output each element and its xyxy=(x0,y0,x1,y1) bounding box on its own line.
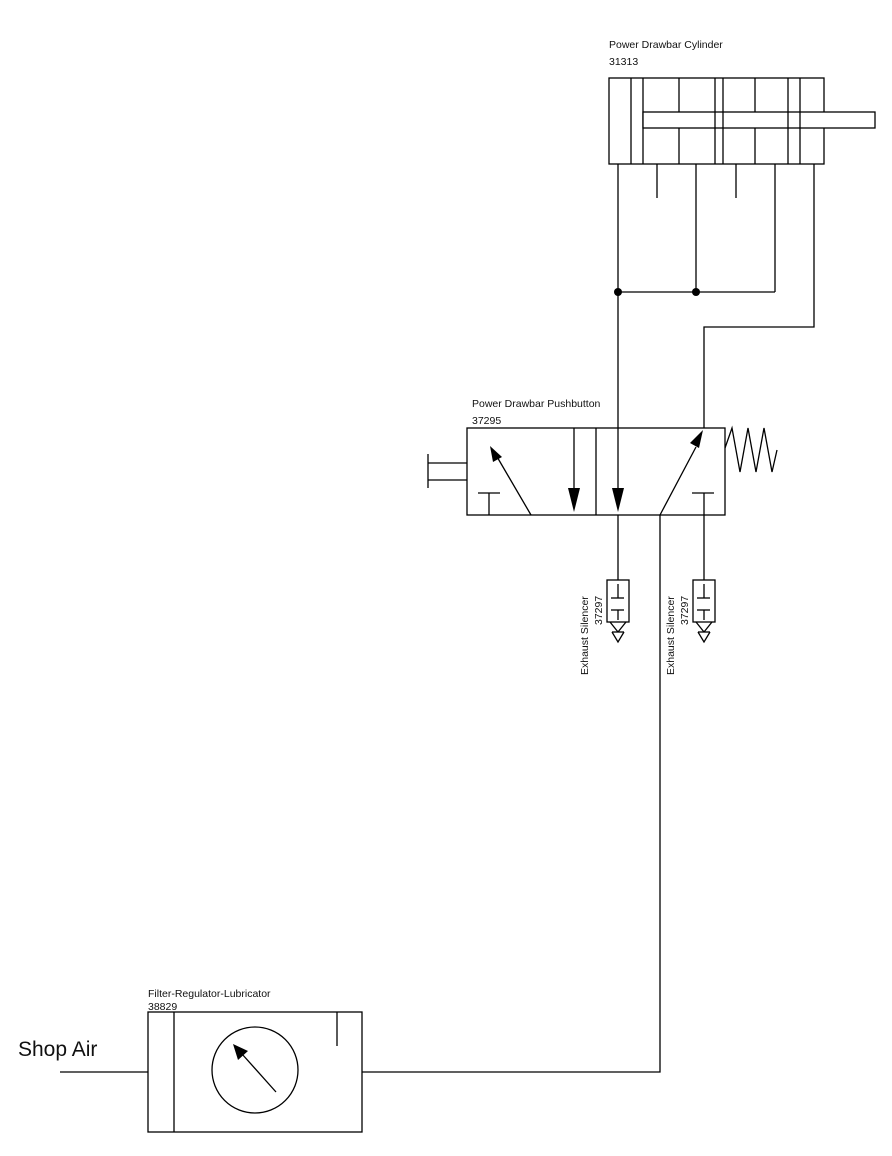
exhaust-silencer-left: Exhaust Silencer 37297 xyxy=(579,579,630,675)
pushbutton-actuator xyxy=(427,454,467,488)
power-drawbar-cylinder: Power Drawbar Cylinder 31313 xyxy=(608,39,876,198)
flow-arrow xyxy=(568,488,580,512)
filter-regulator-lubricator: Filter-Regulator-Lubricator 38829 xyxy=(147,988,363,1133)
exhaust-silencer-right: Exhaust Silencer 37297 xyxy=(665,579,716,675)
shop-air-inlet: Shop Air xyxy=(18,1038,148,1073)
cylinder-piston-rod xyxy=(642,111,876,129)
frl-part-label: 38829 xyxy=(148,1001,177,1013)
pushbutton-part-label: 37295 xyxy=(472,415,501,427)
flow-arrow xyxy=(490,446,502,462)
silencer-left-name-label: Exhaust Silencer xyxy=(579,596,591,675)
junction-dot xyxy=(692,288,700,296)
power-drawbar-pushbutton: Power Drawbar Pushbutton 37295 xyxy=(427,398,778,516)
gauge-needle xyxy=(241,1053,277,1093)
flow-arrow xyxy=(690,430,703,448)
cylinder-part-label: 31313 xyxy=(609,56,638,68)
shop-air-label: Shop Air xyxy=(18,1038,97,1061)
pushbutton-name-label: Power Drawbar Pushbutton xyxy=(472,398,601,410)
spring-return xyxy=(724,425,778,473)
valve-port-lines xyxy=(362,515,705,1073)
cylinder-port-lines xyxy=(614,164,815,428)
silencer-right-name-label: Exhaust Silencer xyxy=(665,596,677,675)
frl-name-label: Filter-Regulator-Lubricator xyxy=(148,988,271,1000)
supply-line xyxy=(362,515,661,1073)
silencer-left-part-label: 37297 xyxy=(593,596,605,625)
pressure-gauge-icon xyxy=(211,1026,299,1114)
cylinder-name-label: Power Drawbar Cylinder xyxy=(609,39,723,51)
flow-arrow xyxy=(612,488,624,512)
silencer-right-part-label: 37297 xyxy=(679,596,691,625)
